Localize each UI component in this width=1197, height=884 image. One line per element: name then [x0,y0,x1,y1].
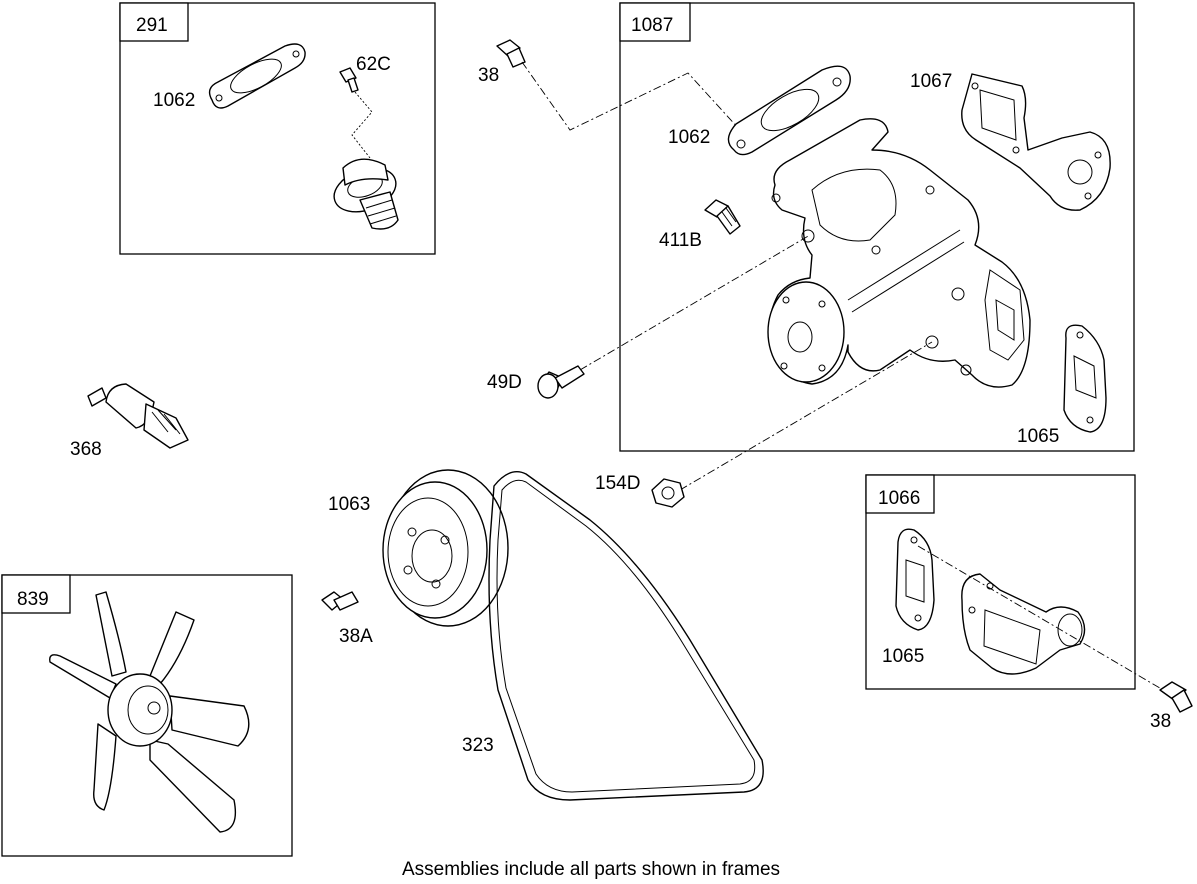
gasket-1065-b-part [895,528,935,631]
bolt-62c-part [339,67,359,93]
label-411b: 411B [659,230,702,251]
fan-839-part [49,591,250,833]
outlet-housing-part [961,573,1086,675]
label-1067: 1067 [910,71,952,92]
bolt-38-right-part [1159,681,1193,713]
pulley-1063-part [382,469,509,627]
plug-411b-part [704,199,741,235]
label-38-right: 38 [1150,711,1171,732]
label-49d: 49D [487,372,522,393]
water-pump-gasket-part [727,65,851,156]
sensor-368-part [87,383,189,449]
label-38-top: 38 [478,65,499,86]
footer-note: Assemblies include all parts shown in fr… [402,859,780,880]
label-1087-1065: 1065 [1017,426,1059,447]
bolt-38-top-part [496,39,526,68]
label-323: 323 [462,735,494,756]
gasket-1065-a-part [1063,324,1107,433]
frame-1087-id: 1087 [631,15,673,36]
bolt-38a-part [321,591,359,611]
label-1063: 1063 [328,494,370,515]
label-38a: 38A [339,626,373,647]
frame-1066: 1066 [865,474,1136,690]
frame-291: 291 [119,2,436,255]
frame-1066-id: 1066 [878,488,920,509]
thermostat-gasket-part [208,43,306,109]
frame-839-id: 839 [17,589,49,610]
nut-154d-part [651,478,685,508]
label-1087-1062: 1062 [668,127,710,148]
label-291-1062: 1062 [153,90,195,111]
label-1066-1065: 1065 [882,646,924,667]
water-pump-part [767,118,1031,388]
frame-839: 839 [1,574,293,857]
label-368: 368 [70,439,102,460]
label-62c: 62C [356,54,391,75]
label-154d: 154D [595,473,640,494]
belt-323-part [488,471,764,801]
thermostat-part [333,158,399,230]
gasket-1067-part [961,73,1111,211]
frame-291-id: 291 [136,15,168,36]
frame-1087: 1087 [619,2,1135,452]
bolt-49d-part [537,365,585,399]
